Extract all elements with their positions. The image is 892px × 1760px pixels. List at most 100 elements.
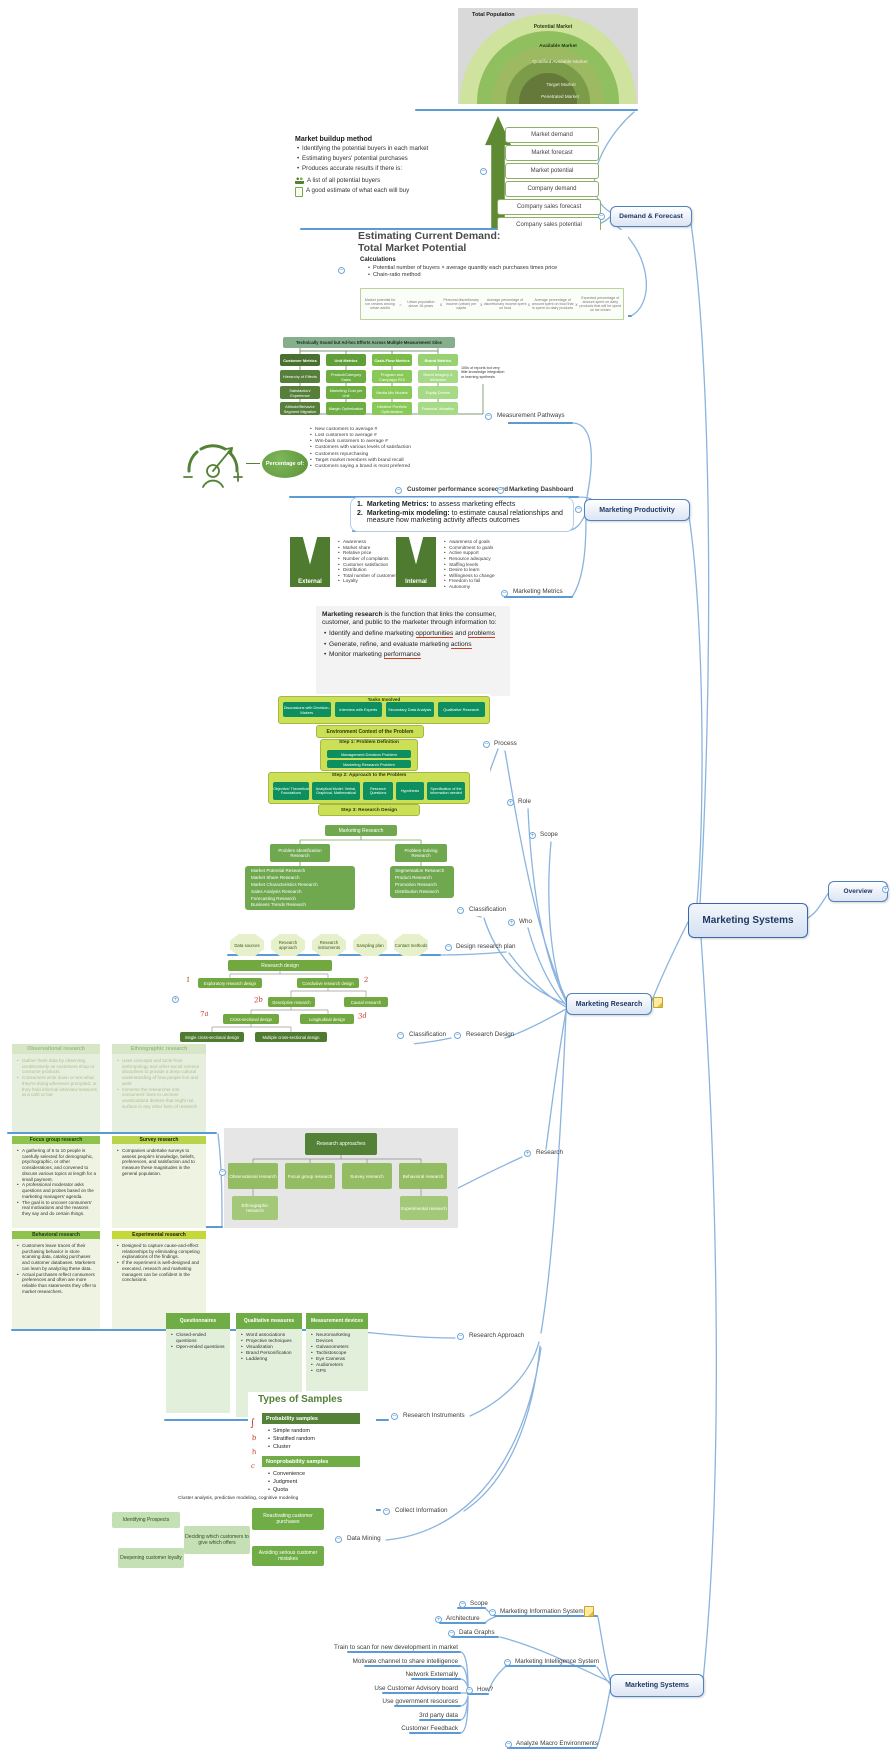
survey-research-block[interactable]: Survey research Companies undertake surv… [112,1136,206,1228]
research-classification-figure[interactable]: Marketing Research Problem Identificatio… [228,818,486,916]
collapse-icon-demand[interactable]: − [598,213,605,220]
research-approaches-figure[interactable]: Research approaches Observational resear… [224,1128,458,1228]
label-architecture[interactable]: Architecture [446,1615,480,1622]
label-classification[interactable]: Classification [469,906,507,913]
metrics-ribbons-figure[interactable]: External AwarenessMarket share Relative … [284,534,504,598]
label-analyze-macro[interactable]: Analyze Macro Environments [516,1740,598,1747]
label-intel-item[interactable]: 3rd party data [419,1712,458,1719]
label-intel-item[interactable]: Use government resources [382,1698,458,1705]
collapse-icon-research-design[interactable]: − [454,1032,461,1039]
scorecard-figure[interactable]: Percentage of: New customers to average … [180,423,512,497]
collapse-icon-data-mining[interactable]: − [335,1536,342,1543]
demand-ladder-figure[interactable]: Market demand Market forecast Market pot… [485,114,603,234]
expand-icon-who[interactable]: + [508,919,515,926]
measurement-devices-block[interactable]: Measurement devices Neuromarketing Devic… [306,1313,368,1391]
label-customer-scorecard[interactable]: Customer performance scorecard [407,486,509,493]
label-role[interactable]: Role [518,798,531,805]
expand-icon-left-edge[interactable]: + [172,996,179,1003]
definition-lead: Marketing research is the function that … [322,611,497,627]
collapse-icon-classification[interactable]: − [457,907,464,914]
estimating-demand-block[interactable]: Estimating Current Demand:Total Market P… [352,230,628,320]
collapse-icon-approaches[interactable]: − [219,1169,226,1176]
node-marketing-systems-main[interactable]: Marketing Systems [688,903,808,938]
expand-icon-role[interactable]: + [507,799,514,806]
market-buildup-block[interactable]: Market buildup method Identifying the po… [295,136,490,228]
label-scope[interactable]: Scope [540,831,558,838]
ethnographic-research-block[interactable]: Ethnographic research Uses concepts and … [112,1044,206,1132]
label-intel-item[interactable]: Customer Feedback [401,1725,458,1732]
label-research-design[interactable]: Research Design [466,1031,515,1038]
observational-research-block[interactable]: Observational research Gather fresh data… [12,1044,100,1132]
note-icon[interactable] [653,997,663,1008]
label-research[interactable]: Research [536,1149,563,1156]
collapse-icon-intelligence[interactable]: − [504,1659,511,1666]
label-classification-2[interactable]: Classification [409,1031,447,1038]
label-intel-item[interactable]: Network Externally [405,1671,459,1678]
data-mining-figure[interactable]: Cluster analysis, predictive modeling, c… [108,1494,398,1578]
label-process[interactable]: Process [494,740,517,747]
collapse-icon-sys-scope[interactable]: − [459,1601,466,1608]
tasks-box: Tasks Involved Discussions with Decision… [278,696,490,724]
questionnaires-block[interactable]: Questionnaires Closed-ended questionsOpe… [166,1313,230,1413]
expand-icon-scope[interactable]: + [529,832,536,839]
focus-group-research-block[interactable]: Focus group research A gathering of 6 to… [12,1136,100,1228]
expand-icon-architecture[interactable]: + [435,1616,442,1623]
collapse-icon-process[interactable]: − [483,741,490,748]
label-data-graphs[interactable]: Data Graphs [459,1629,495,1636]
collapse-icon-scorecard[interactable]: − [395,487,402,494]
node-marketing-productivity[interactable]: Marketing Productivity [584,499,690,521]
note-icon[interactable] [584,1606,594,1617]
approach-box: Ethnographic research [232,1196,278,1220]
research-process-figure[interactable]: Tasks Involved Discussions with Decision… [240,694,490,816]
collapse-icon-instruments[interactable]: − [391,1413,398,1420]
label-marketing-metrics[interactable]: Marketing Metrics [513,588,563,595]
behavioral-research-block[interactable]: Behavioral research Customers leave trac… [12,1231,100,1329]
expand-icon-research[interactable]: + [524,1150,531,1157]
collapse-icon-estimating[interactable]: − [338,267,345,274]
node-demand-forecast[interactable]: Demand & Forecast [610,206,692,227]
collapse-icon-classification2[interactable]: − [397,1032,404,1039]
label-intelligence-system[interactable]: Marketing Intelligence System [515,1658,599,1665]
plan-hexagon: Sampling plan [353,934,387,956]
label-research-approach[interactable]: Research Approach [469,1332,525,1339]
label-intel-item[interactable]: Train to scan for new development in mar… [333,1644,458,1651]
label-measurement-pathways[interactable]: Measurement Pathways [497,412,565,419]
design-plan-figure[interactable]: Data sources Research approach Research … [228,933,430,957]
pathways-cell: Attitude/Behavior Segment Migration [280,402,320,415]
collapse-icon-buildup[interactable]: − [480,168,487,175]
label-intel-item[interactable]: Motivate channel to share intelligence [352,1658,458,1665]
collapse-icon-metrics[interactable]: − [501,590,508,597]
node-marketing-research[interactable]: Marketing Research [566,993,652,1015]
collapse-icon-dashboard[interactable]: − [497,487,504,494]
collapse-icon-analyze-macro[interactable]: − [505,1741,512,1748]
node-marketing-systems-sub[interactable]: Marketing Systems [610,1674,704,1697]
node-overview[interactable]: Overview [828,881,888,902]
measurement-pathways-figure[interactable]: Technically Sound but Ad-hoc Efforts Acr… [256,334,508,426]
label-data-mining[interactable]: Data Mining [347,1535,381,1542]
label-how[interactable]: How? [477,1686,494,1693]
label-marketing-dashboard[interactable]: Marketing Dashboard [509,486,574,493]
experimental-research-block[interactable]: Experimental research Designed to captur… [112,1231,206,1329]
research-definition-block[interactable]: Marketing research is the function that … [316,606,510,696]
label-research-instruments[interactable]: Research Instruments [403,1412,465,1419]
productivity-points-panel[interactable]: 1. Marketing Metrics: to assess marketin… [350,497,574,532]
label-intel-item[interactable]: Use Customer Advisory board [374,1685,458,1692]
collapse-icon-data-graphs[interactable]: − [448,1630,455,1637]
collapse-icon-how[interactable]: − [466,1687,473,1694]
label-design-research-plan[interactable]: Design research plan [456,943,516,950]
research-design-tree[interactable]: Research design Exploratory research des… [178,956,414,1050]
expand-icon-overview[interactable]: + [882,886,889,893]
collapse-icon-design-plan[interactable]: − [445,944,452,951]
market-funnel-figure[interactable]: Total Population Potential Market Availa… [415,4,641,108]
collapse-icon-mis[interactable]: − [489,1609,496,1616]
types-of-samples-block[interactable]: Types of Samples Probability samples Sim… [248,1392,376,1518]
collapse-icon-pathways[interactable]: − [485,413,492,420]
label-mis[interactable]: Marketing Information System [500,1608,584,1615]
collapse-icon-collect-info[interactable]: − [383,1508,390,1515]
label-collect-information[interactable]: Collect Information [395,1507,448,1514]
label-sys-scope[interactable]: Scope [470,1600,488,1607]
collapse-icon-productivity[interactable]: − [575,506,582,513]
qualitative-measures-block[interactable]: Qualitative measures Word associationsPr… [236,1313,302,1417]
label-who[interactable]: Who [519,918,532,925]
collapse-icon-research-approach[interactable]: − [457,1333,464,1340]
